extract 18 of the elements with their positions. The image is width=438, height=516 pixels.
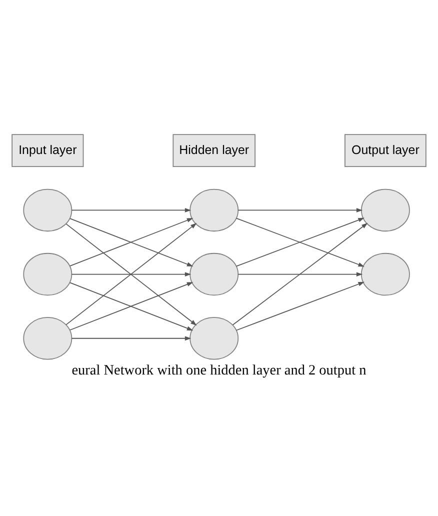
node-circle [23, 252, 72, 296]
arrow [71, 208, 192, 212]
arrow [71, 272, 192, 276]
arrow [70, 218, 194, 266]
arrow [236, 281, 365, 330]
node-circle [23, 316, 72, 360]
node-circle [360, 252, 410, 296]
arrow [238, 208, 363, 212]
arrow [71, 336, 192, 340]
node-circle [23, 188, 72, 232]
arrow [236, 217, 365, 266]
node-box: Input layer [12, 134, 84, 167]
arrow [232, 222, 368, 325]
arrow [238, 272, 363, 276]
caption: eural Network with one hidden layer and 2 output n [72, 362, 366, 378]
node-box: Hidden layer [172, 134, 256, 167]
node-circle [190, 252, 239, 296]
node-box: Output layer [344, 134, 426, 167]
